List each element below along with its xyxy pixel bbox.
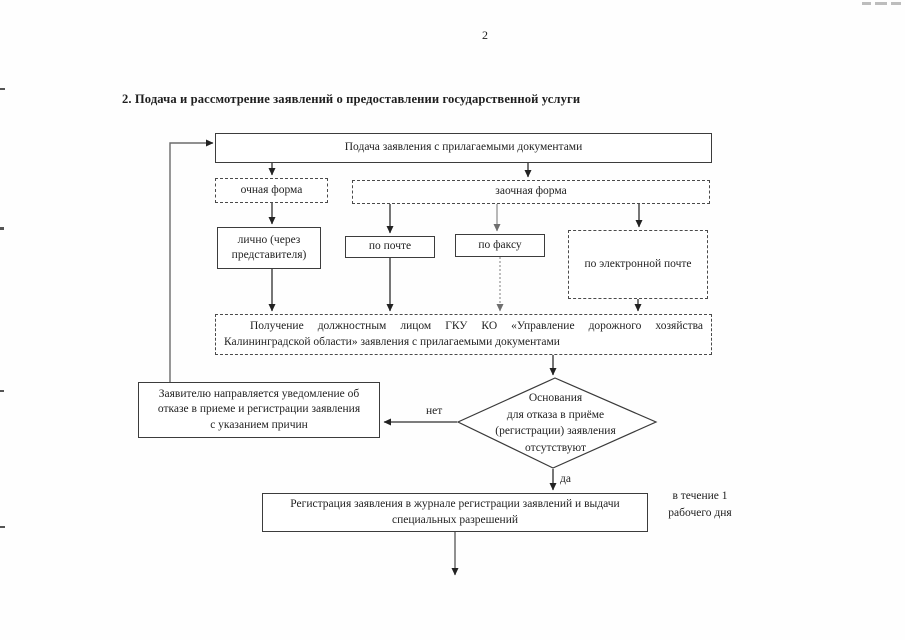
decision-line3: (регистрации) заявления <box>495 425 616 437</box>
decision-line4: отсутствуют <box>524 441 586 454</box>
node-submit-application-label: Подача заявления с прилагаемыми документ… <box>344 141 583 154</box>
node-refusal-notice: Заявителю направляется уведомление об от… <box>138 382 380 438</box>
node-by-mail-label: по почте <box>368 240 412 253</box>
node-in-person-line2: представителя) <box>231 249 307 261</box>
scan-edge-tick <box>0 526 5 528</box>
node-registration-line2: специальных разрешений <box>391 513 519 526</box>
scan-smudge <box>875 2 887 5</box>
node-registration: Регистрация заявления в журнале регистра… <box>262 493 648 532</box>
node-by-fax-label: по факсу <box>478 238 522 251</box>
node-remote-form: заочная форма <box>352 180 710 204</box>
node-remote-form-label: заочная форма <box>495 185 567 198</box>
node-by-email: по электронной почте <box>568 230 708 299</box>
connector-notice-to-submit <box>169 139 214 382</box>
duration-line2: рабочего дня <box>668 507 732 519</box>
node-submit-application: Подача заявления с прилагаемыми документ… <box>215 133 712 163</box>
node-by-mail: по почте <box>345 236 435 258</box>
node-refusal-notice-line3: с указанием причин <box>210 418 308 431</box>
node-by-fax: по факсу <box>455 234 545 257</box>
scan-smudge <box>891 2 901 5</box>
label-yes: да <box>560 473 571 485</box>
scan-smudge <box>862 2 871 5</box>
node-refusal-notice-line1: Заявителю направляется уведомление об <box>158 388 360 401</box>
section-heading: 2. Подача и рассмотрение заявлений о пре… <box>122 92 581 106</box>
node-refusal-notice-line2: отказе в приеме и регистрации заявления <box>157 403 361 416</box>
node-receipt-line1: Получение должностным лицом ГКУ КО «Упра… <box>250 320 703 333</box>
duration-line1: в течение 1 <box>672 490 728 502</box>
scan-edge-tick <box>0 88 5 90</box>
node-in-person-form: очная форма <box>215 178 328 203</box>
decision-diamond-shape <box>456 377 658 469</box>
node-registration-line1: Регистрация заявления в журнале регистра… <box>290 498 620 511</box>
label-no: нет <box>426 405 443 417</box>
decision-node-text: Основания для отказа в приёме (регистрац… <box>468 390 643 456</box>
node-in-person: лично (через представителя) <box>217 227 321 269</box>
node-in-person-form-label: очная форма <box>240 183 303 196</box>
node-receipt-line2: Калининградской области» заявления с при… <box>224 335 560 348</box>
duration-annotation: в течение 1 рабочего дня <box>650 488 750 522</box>
scan-edge-tick <box>0 227 4 230</box>
node-receipt: Получение должностным лицом ГКУ КО «Упра… <box>215 314 712 355</box>
decision-line1: Основания <box>528 392 583 404</box>
page-number: 2 <box>482 28 488 42</box>
node-in-person-line1: лично (через <box>237 233 301 246</box>
decision-line2: для отказа в приёме <box>506 408 605 421</box>
scan-edge-tick <box>0 390 4 392</box>
node-by-email-label: по электронной почте <box>584 257 692 270</box>
